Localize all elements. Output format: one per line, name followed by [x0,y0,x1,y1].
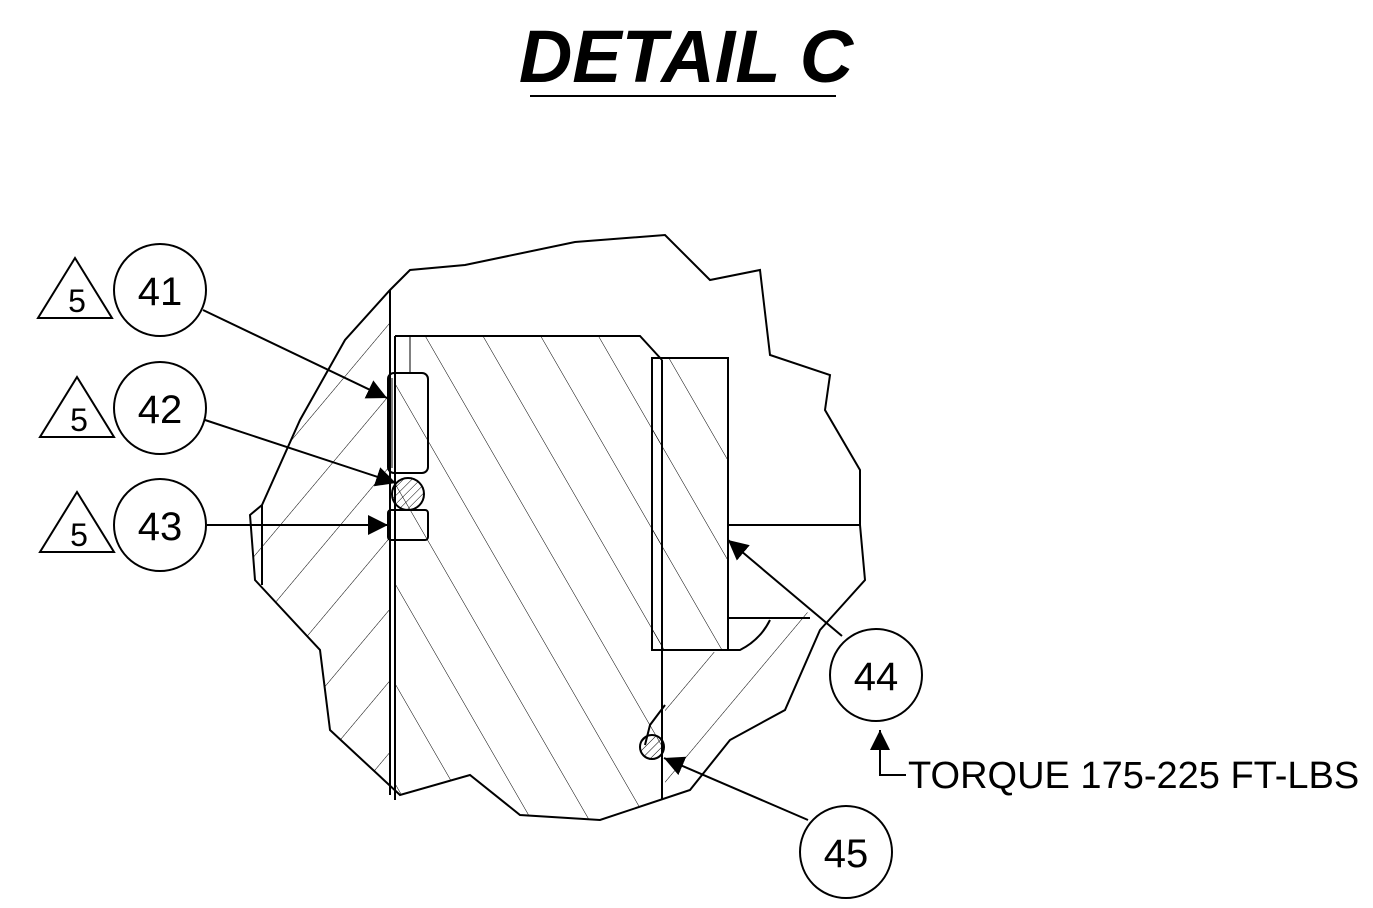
balloon-43: 5 43 [38,478,207,572]
o-ring [639,734,665,760]
leader-lines [202,309,906,821]
balloon-45-label: 45 [824,832,869,876]
balloon-45: 45 [799,805,893,899]
break-outline [248,233,867,822]
stem-section [395,336,662,820]
drawing-title: DETAIL C [519,15,855,98]
balloon-44-label: 44 [854,655,899,699]
revision-flag-41 [36,256,114,319]
balloon-41-label: 41 [138,270,183,314]
revision-flag-41-label: 5 [68,283,86,319]
revision-flag-42-label: 5 [70,402,88,438]
torque-note: TORQUE 175-225 FT-LBS [908,755,1359,797]
balloon-43-label: 43 [138,505,183,549]
revision-flag-43-label: 5 [70,517,88,553]
balloon-41: 5 41 [36,243,207,337]
balloon-42: 5 42 [38,361,207,455]
balloon-42-label: 42 [138,388,183,432]
packing-stack [387,372,429,541]
nut-section [652,358,728,650]
revision-flag-42 [38,375,116,438]
balloon-44: 44 [829,628,923,722]
revision-flag-43 [38,490,116,553]
